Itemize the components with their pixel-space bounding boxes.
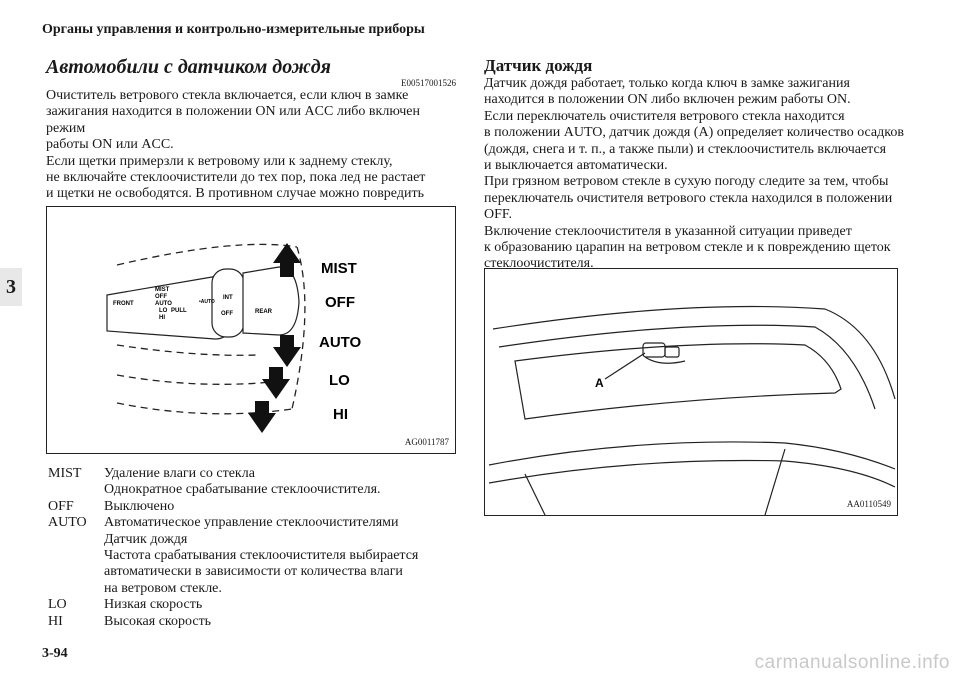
section-code: E00517001526 bbox=[401, 78, 456, 88]
legend-row: MIST Удаление влаги со стекла Однократно… bbox=[48, 466, 448, 499]
stalk-label-int: INT bbox=[223, 295, 233, 301]
legend-value: Удаление влаги со стекла Однократное сра… bbox=[104, 466, 381, 498]
stalk-label-auto: AUTO bbox=[155, 301, 172, 307]
legend-value: Автоматическое управление стеклоочистите… bbox=[104, 515, 419, 596]
right-body-text: Датчик дождя работает, только когда ключ… bbox=[484, 76, 904, 272]
windshield-illustration: A bbox=[488, 305, 896, 515]
legend-row: OFF Выключено bbox=[48, 499, 448, 515]
switch-legend: MIST Удаление влаги со стекла Однократно… bbox=[48, 466, 448, 630]
right-column: Датчик дождя Датчик дождя работает, толь… bbox=[484, 56, 910, 273]
legend-key: MIST bbox=[48, 466, 82, 481]
sensor-label-a: A bbox=[595, 376, 604, 390]
rain-sensor-figure: A AA0110549 bbox=[484, 268, 898, 516]
legend-key: HI bbox=[48, 613, 63, 629]
legend-row: HI Высокая скорость bbox=[48, 614, 448, 630]
section-title: Автомобили с датчиком дождя bbox=[46, 56, 331, 78]
figure-code: AA0110549 bbox=[846, 499, 891, 509]
position-label-mist: MIST bbox=[321, 260, 357, 277]
stalk-label-lo: LO bbox=[159, 308, 168, 314]
position-label-lo: LO bbox=[329, 372, 350, 389]
left-column: Автомобили с датчиком дождя E00517001526… bbox=[46, 56, 456, 219]
left-body-text: Очиститель ветрового стекла включается, … bbox=[46, 88, 426, 218]
chapter-tab: 3 bbox=[0, 268, 22, 306]
position-label-auto: AUTO bbox=[319, 334, 362, 351]
stalk-label-hi: HI bbox=[159, 315, 165, 321]
legend-row: LO Низкая скорость bbox=[48, 597, 448, 613]
rain-sensor-title: Датчик дождя bbox=[484, 56, 593, 75]
legend-value: Низкая скорость bbox=[104, 597, 203, 613]
watermark: carmanualsonline.info bbox=[754, 652, 950, 673]
position-label-hi: HI bbox=[333, 406, 348, 423]
stalk-label-off2: OFF bbox=[221, 311, 233, 317]
legend-value: Выключено bbox=[104, 498, 175, 514]
legend-key: LO bbox=[48, 597, 67, 613]
legend-row: AUTO Автоматическое управление стеклоочи… bbox=[48, 515, 448, 597]
legend-key: OFF bbox=[48, 498, 74, 514]
wiper-stalk-illustration: FRONT MIST OFF AUTO LO HI PULL •AUTO INT… bbox=[106, 243, 362, 433]
page-number: 3-94 bbox=[42, 646, 68, 661]
stalk-label-rear: REAR bbox=[255, 309, 273, 315]
stalk-label-mist: MIST bbox=[155, 287, 170, 293]
stalk-label-front: FRONT bbox=[113, 301, 134, 307]
figure-code: AG0011787 bbox=[404, 437, 449, 447]
legend-value: Высокая скорость bbox=[104, 613, 212, 629]
stalk-label-auto2: •AUTO bbox=[199, 299, 215, 305]
wiper-switch-figure: FRONT MIST OFF AUTO LO HI PULL •AUTO INT… bbox=[46, 206, 456, 454]
stalk-label-pull: PULL bbox=[171, 308, 187, 314]
legend-key: AUTO bbox=[48, 515, 87, 531]
stalk-label-off: OFF bbox=[155, 294, 167, 300]
running-header: Органы управления и контрольно-измерител… bbox=[42, 22, 425, 37]
position-label-off: OFF bbox=[325, 294, 355, 311]
